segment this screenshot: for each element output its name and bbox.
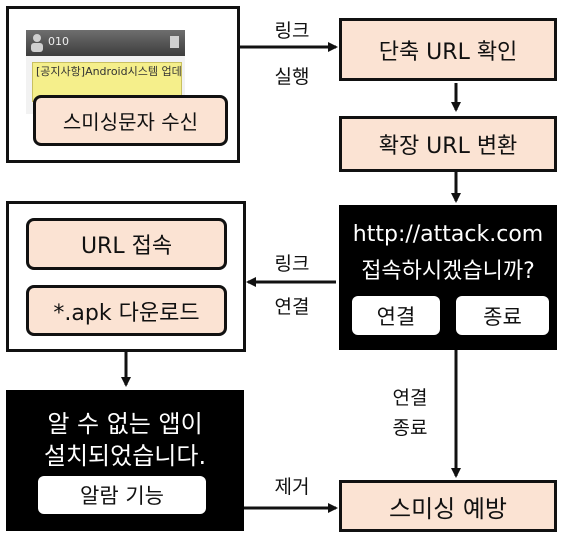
exit-button[interactable]: 종료	[456, 296, 549, 335]
edge-label-exit: 종료	[392, 417, 428, 439]
connect-button[interactable]: 연결	[352, 296, 440, 335]
edge-label-link-1: 링크	[274, 20, 310, 42]
prevent-smishing-node: 스미싱 예방	[339, 480, 557, 532]
alarm-function-button[interactable]: 알람 기능	[38, 476, 206, 514]
edge-label-run: 실행	[274, 66, 310, 88]
check-short-url-node: 단축 URL 확인	[339, 18, 557, 81]
convert-long-url-node: 확장 URL 변환	[339, 116, 557, 172]
edge-label-link-2: 링크	[274, 253, 310, 275]
url-access-node: URL 접속	[26, 218, 227, 270]
receive-smishing-node: 스미싱문자 수신	[33, 95, 228, 146]
edge-label-remove: 제거	[274, 476, 310, 498]
alert-line-2: 설치되었습니다.	[43, 442, 207, 470]
trash-icon	[170, 36, 179, 48]
dialog-question: 접속하시겠습니까?	[361, 259, 535, 284]
phone-status-bar: 010	[26, 30, 185, 56]
alert-line-1: 알 수 없는 앱이	[47, 410, 203, 438]
dialog-url: http://attack.com	[352, 222, 544, 247]
sms-sender: 010	[48, 35, 69, 48]
apk-download-node: *.apk 다운로드	[26, 285, 227, 336]
edge-label-connect: 연결	[274, 296, 310, 318]
avatar-icon	[30, 33, 44, 52]
edge-label-connect-2: 연결	[392, 387, 428, 409]
